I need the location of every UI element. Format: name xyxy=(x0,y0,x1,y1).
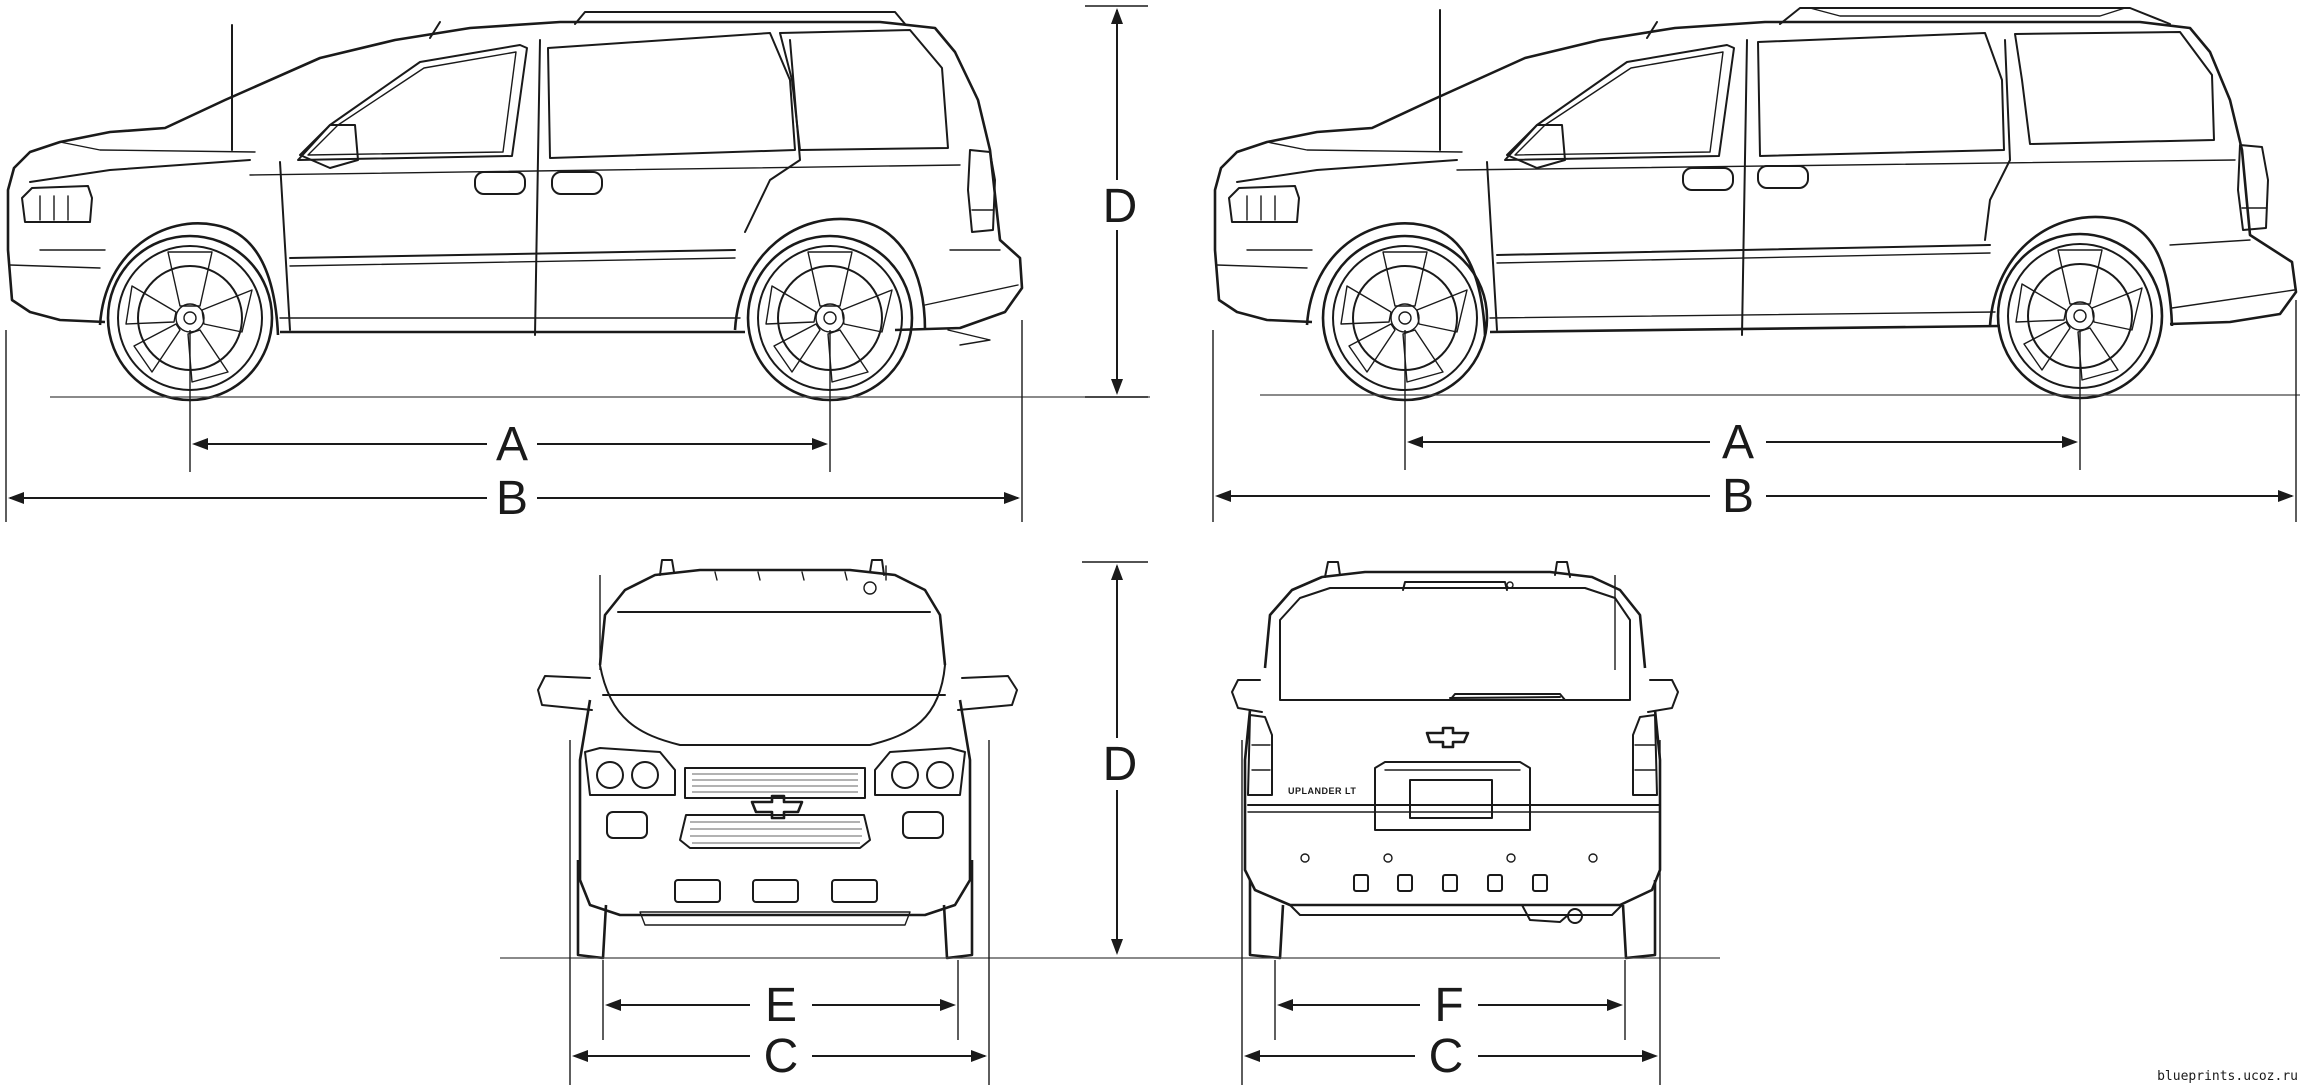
dim-label-f: F xyxy=(1434,979,1463,1032)
dim-label-c-rear: C xyxy=(1429,1030,1464,1083)
dim-label-e: E xyxy=(765,979,797,1032)
side-view-extended xyxy=(1213,7,2298,402)
dim-label-b-side2: B xyxy=(1722,470,1754,523)
dim-label-a-side1: A xyxy=(496,418,528,471)
watermark-credit: blueprints.ucoz.ru xyxy=(2157,1069,2298,1084)
dim-label-a-side2: A xyxy=(1722,416,1754,469)
dim-label-d-front: D xyxy=(1103,738,1138,791)
dim-label-b-side1: B xyxy=(496,472,528,525)
dimension-lines xyxy=(5,5,2300,1085)
side-view-short xyxy=(6,11,1024,402)
dim-label-c-front: C xyxy=(764,1030,799,1083)
dim-label-d-side: D xyxy=(1103,180,1138,233)
rear-view: UPLANDER LT xyxy=(1231,561,1679,960)
front-view xyxy=(537,559,1018,960)
model-badge: UPLANDER LT xyxy=(1288,786,1356,796)
